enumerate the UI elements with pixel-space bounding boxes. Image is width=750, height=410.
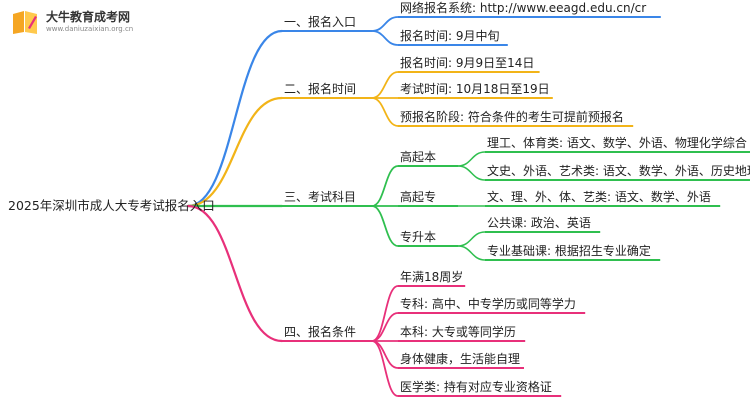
site-logo: 大牛教育成考网 www.daniuzaixian.org.cn xyxy=(10,8,133,36)
sub-leaf-node-3-2: 专业基础课: 根据招生专业确定 xyxy=(487,243,651,258)
leaf-node-2-1: 报名时间: 9月9日至14日 xyxy=(400,55,534,70)
branch-node-3: 三、考试科目 xyxy=(284,189,356,204)
sub-leaf-link-3-1 xyxy=(457,231,486,247)
branch-node-4: 四、报名条件 xyxy=(284,324,356,339)
sub-leaf-node-1-2: 文史、外语、艺术类: 语文、数学、外语、历史地理综合 xyxy=(487,163,750,178)
leaf-node-4-1: 年满18周岁 xyxy=(400,269,463,284)
sub-leaf-link-3-2 xyxy=(457,245,486,261)
leaf-link-2-3 xyxy=(371,97,399,127)
sub-link-3 xyxy=(371,205,399,247)
sub-leaf-link-1-1 xyxy=(457,151,486,167)
sub-leaf-link-1-2 xyxy=(457,165,486,181)
root-node-label: 2025年深圳市成人大专考试报名入口 xyxy=(8,198,215,213)
leaf-node-2-2: 考试时间: 10月18日至19日 xyxy=(400,81,550,96)
sub-leaf-node-1-1: 理工、体育类: 语文、数学、外语、物理化学综合 xyxy=(487,135,747,150)
leaf-node-1-1: 网络报名系统: http://www.eeagd.edu.cn/cr xyxy=(400,0,646,15)
leaf-link-4-5 xyxy=(371,340,399,397)
leaf-link-1-2 xyxy=(371,30,399,46)
leaf-link-4-4 xyxy=(371,340,399,369)
leaf-node-4-3: 本科: 大专或等同学历 xyxy=(400,324,516,339)
leaf-link-2-1 xyxy=(371,71,399,99)
branch-node-2: 二、报名时间 xyxy=(284,81,356,96)
branch-link-4 xyxy=(186,204,284,343)
sub-link-1 xyxy=(371,165,399,207)
sub-node-3: 专升本 xyxy=(400,229,436,244)
leaf-node-2-3: 预报名阶段: 符合条件的考生可提前预报名 xyxy=(400,109,624,124)
leaf-node-4-5: 医学类: 持有对应专业资格证 xyxy=(400,379,552,394)
logo-title: 大牛教育成考网 xyxy=(46,10,131,24)
sub-leaf-node-3-1: 公共课: 政治、英语 xyxy=(487,216,591,230)
mind-map-nodes: 2025年深圳市成人大专考试报名入口 一、报名入口 网络报名系统: http://w… xyxy=(8,0,750,397)
leaf-node-4-4: 身体健康，生活能自理 xyxy=(400,351,520,366)
leaf-link-1-1 xyxy=(371,16,399,32)
branch-node-1: 一、报名入口 xyxy=(284,14,356,29)
sub-leaf-node-2-1: 文、理、外、体、艺类: 语文、数学、外语 xyxy=(487,189,711,204)
mind-map-links xyxy=(186,16,486,397)
sub-node-2: 高起专 xyxy=(400,189,436,204)
branch-link-1 xyxy=(186,29,284,208)
leaf-node-4-2: 专科: 高中、中专学历或同等学力 xyxy=(400,296,576,311)
sub-node-1: 高起本 xyxy=(400,149,436,164)
logo-url: www.daniuzaixian.org.cn xyxy=(46,25,134,33)
leaf-node-1-2: 报名时间: 9月中旬 xyxy=(400,28,500,43)
book-pencil-logo-icon xyxy=(13,11,37,34)
branch-link-2 xyxy=(186,96,284,208)
